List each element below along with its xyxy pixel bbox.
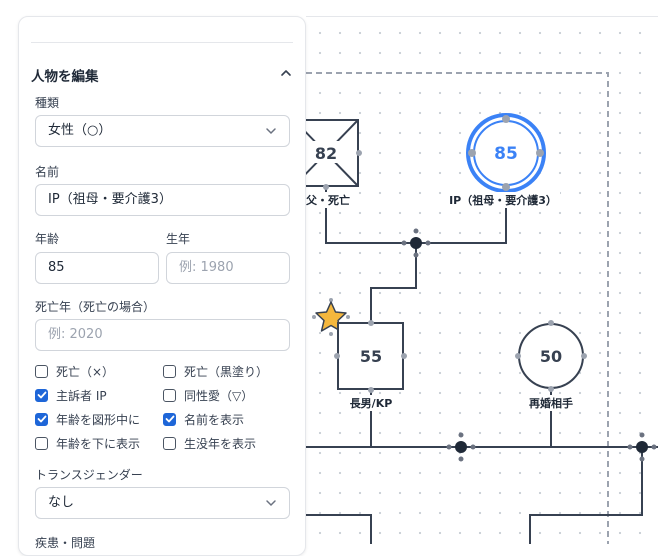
junction-node[interactable] bbox=[446, 432, 476, 462]
check-icon bbox=[37, 391, 46, 399]
person-name: 再婚相手 bbox=[529, 396, 573, 410]
name-label: 名前 bbox=[35, 165, 60, 179]
checkbox-label: 死亡（×） bbox=[56, 364, 115, 379]
person-name: 父・死亡 bbox=[306, 193, 350, 207]
household-boundary bbox=[306, 72, 609, 544]
divider bbox=[31, 42, 293, 43]
transgender-select[interactable]: なし bbox=[35, 487, 290, 519]
checkbox-age-below[interactable]: 年齢を下に表示 bbox=[35, 435, 140, 451]
checkbox-deceased-filled[interactable]: 死亡（黒塗り） bbox=[163, 363, 268, 379]
transgender-label: トランスジェンダー bbox=[35, 468, 143, 482]
junction-node[interactable] bbox=[627, 432, 657, 462]
birth-year-input[interactable]: 例: 1980 bbox=[166, 252, 290, 284]
person-name: 長男/KP bbox=[350, 397, 393, 410]
checkbox-label: 年齢を下に表示 bbox=[56, 436, 141, 451]
edit-person-panel: 人物を編集 種類 女性（○） 名前 IP（祖母・要介護3） 年齢 85 生年 例… bbox=[18, 16, 306, 556]
type-select[interactable]: 女性（○） bbox=[35, 115, 290, 147]
person-remarried[interactable]: 50 再婚相手 bbox=[515, 320, 587, 411]
type-select-value: 女性（○） bbox=[48, 123, 112, 138]
checkbox-label: 主訴者 IP bbox=[56, 388, 107, 403]
person-age: 82 bbox=[315, 144, 337, 163]
chevron-down-icon bbox=[266, 500, 276, 507]
person-son[interactable]: 55 長男/KP bbox=[334, 320, 407, 411]
chevron-down-icon bbox=[266, 128, 276, 135]
checkbox-deceased-x[interactable]: 死亡（×） bbox=[35, 363, 114, 379]
age-label: 年齢 bbox=[35, 232, 60, 246]
person-age: 85 bbox=[494, 144, 518, 164]
checkbox-age-in-shape[interactable]: 年齢を図形中に bbox=[35, 411, 140, 427]
section-title: 人物を編集 bbox=[31, 69, 99, 85]
checkbox-label: 死亡（黒塗り） bbox=[184, 364, 269, 379]
checkbox-show-lifespan[interactable]: 生没年を表示 bbox=[163, 435, 256, 451]
checkbox-label: 年齢を図形中に bbox=[56, 412, 141, 427]
age-input[interactable]: 85 bbox=[35, 252, 159, 284]
genogram-canvas[interactable]: 82 父・死亡 85 IP（祖母・要介護3） 55 bbox=[306, 16, 658, 544]
checkbox-label: 名前を表示 bbox=[184, 412, 245, 427]
person-age: 55 bbox=[360, 347, 382, 366]
chevron-up-icon[interactable] bbox=[279, 66, 293, 80]
checkbox-label: 同性愛（▽） bbox=[184, 388, 254, 403]
death-year-input[interactable]: 例: 2020 bbox=[35, 319, 290, 351]
name-input[interactable]: IP（祖母・要介護3） bbox=[35, 184, 290, 216]
person-ip[interactable]: 85 IP（祖母・要介護3） bbox=[446, 113, 560, 208]
person-father[interactable]: 82 父・死亡 bbox=[306, 119, 362, 208]
birth-year-label: 生年 bbox=[166, 232, 191, 246]
checkbox-label: 生没年を表示 bbox=[184, 436, 257, 451]
person-name: IP（祖母・要介護3） bbox=[449, 193, 557, 207]
transgender-select-value: なし bbox=[48, 495, 75, 510]
check-icon bbox=[165, 415, 174, 423]
checkbox-show-name[interactable]: 名前を表示 bbox=[163, 411, 244, 427]
check-icon bbox=[37, 415, 46, 423]
checkbox-homosexual[interactable]: 同性愛（▽） bbox=[163, 387, 253, 403]
checkbox-ip[interactable]: 主訴者 IP bbox=[35, 387, 107, 403]
junction-node[interactable] bbox=[401, 228, 431, 258]
type-label: 種類 bbox=[35, 96, 60, 110]
person-age: 50 bbox=[540, 347, 562, 366]
death-year-label: 死亡年（死亡の場合） bbox=[35, 300, 156, 314]
